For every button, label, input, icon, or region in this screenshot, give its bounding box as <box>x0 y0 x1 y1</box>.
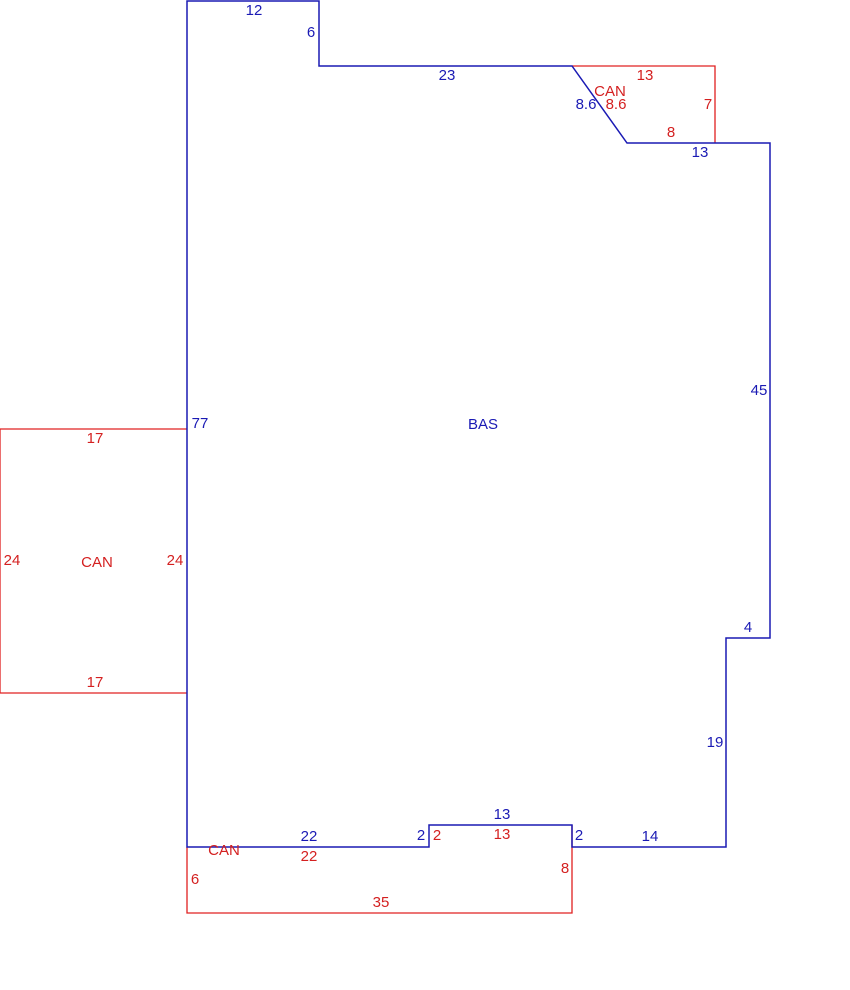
can-bottom-dim-top: 22 <box>301 848 318 865</box>
can-left-outline <box>0 428 187 694</box>
can-left-dim-right: 24 <box>167 552 184 569</box>
can-bottom-area-label: CAN <box>208 842 240 859</box>
can-top-dim-right: 7 <box>704 96 712 113</box>
bas-dim-right-lower: 19 <box>707 734 724 751</box>
bas-dim-bottom-step-left: 2 <box>417 827 425 844</box>
bas-area-label: BAS <box>468 416 498 433</box>
bas-dim-left: 77 <box>192 415 209 432</box>
bas-dim-upper-right-step: 13 <box>692 144 709 161</box>
bas-dim-bottom-step-right: 2 <box>575 827 583 844</box>
can-bottom-dim-bottom: 35 <box>373 894 390 911</box>
can-left-area-label: CAN <box>81 554 113 571</box>
can-left-dim-bottom: 17 <box>87 674 104 691</box>
can-bottom-dim-bump-top: 13 <box>494 826 511 843</box>
can-bottom-dim-bump-step: 2 <box>433 827 441 844</box>
bas-dim-top-mid: 23 <box>439 67 456 84</box>
can-top-dim-diagonal: 8.6 <box>606 96 627 113</box>
can-top-area-label: CAN <box>594 83 626 100</box>
can-top-outline <box>572 65 716 143</box>
bas-dim-bottom-bump: 13 <box>494 806 511 823</box>
can-bottom-dim-left: 6 <box>191 871 199 888</box>
bas-dim-right-notch: 4 <box>744 619 752 636</box>
bas-dim-right-upper: 45 <box>751 382 768 399</box>
bas-dim-bottom-left: 22 <box>301 828 318 845</box>
can-left-dim-top: 17 <box>87 430 104 447</box>
bas-dim-diagonal: 8.6 <box>576 96 597 113</box>
can-bottom-dim-right: 8 <box>561 860 569 877</box>
bas-outline <box>186 0 771 848</box>
can-top-dim-bottom: 8 <box>667 124 675 141</box>
bas-dim-step-down: 6 <box>307 24 315 41</box>
can-bottom-outline <box>186 825 573 914</box>
can-left-dim-left: 24 <box>4 552 21 569</box>
bas-dim-top-left: 12 <box>246 2 263 19</box>
can-top-dim-top: 13 <box>637 67 654 84</box>
bas-dim-bottom-right: 14 <box>642 828 659 845</box>
